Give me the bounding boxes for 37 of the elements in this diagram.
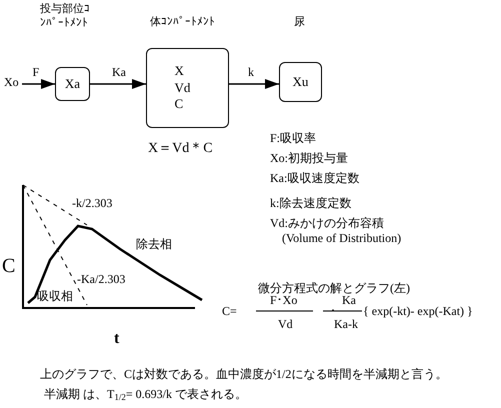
- arrow: [22, 79, 55, 89]
- note-text: 半減期 は、T$_{1/2}$= 0.693/k で表される。: [44, 388, 247, 400]
- denominator-text: Ka-k: [334, 318, 358, 330]
- arrow: [90, 79, 146, 89]
- compartment-text: X Vd C: [174, 62, 192, 114]
- formula-text: { exp(-kt)- exp(-Kat) }: [363, 305, 473, 317]
- numerator-text: Ka: [342, 294, 356, 306]
- edge-label: Ka: [112, 66, 126, 78]
- phase-label: 吸収相: [37, 290, 73, 302]
- equation-text: X＝Vd＊C: [148, 142, 213, 156]
- compartment-heading: 体ｺﾝﾊﾟｰﾄﾒﾝﾄ: [150, 15, 216, 30]
- definition-text: Vd:みかけの分布容積: [270, 217, 384, 229]
- edge-label: k: [248, 66, 254, 78]
- definition-text: F:吸収率: [270, 132, 316, 144]
- definition-text: k:除去速度定数: [270, 197, 352, 209]
- formula-heading: 微分方程式の解とグラフ(左): [258, 282, 410, 294]
- compartment-heading: 尿: [294, 15, 306, 30]
- formula-text: C=: [222, 305, 237, 317]
- compartment: [40, 2, 90, 101]
- compartment-text: Xa: [64, 76, 80, 92]
- arrow: [229, 79, 279, 89]
- compartment-text: Xu: [292, 74, 308, 90]
- note-text: 上のグラフで、Cは対数である。血中濃度が1/2になる時間を半減期と言う。: [40, 368, 448, 380]
- definition-text: (Volume of Distribution): [282, 232, 402, 244]
- edge-label: F: [32, 66, 40, 78]
- definition-text: Xo:初期投与量: [270, 152, 348, 164]
- axis-label: C: [2, 256, 16, 276]
- slope-label: -k/2.303: [72, 197, 112, 209]
- compartment-heading: 投与部位ｺﾝﾊﾟｰﾄﾒﾝﾄ: [40, 2, 90, 31]
- compartment: [279, 15, 322, 102]
- slope-label: -Ka/2.303: [77, 273, 126, 285]
- axis-label: t: [114, 331, 120, 347]
- definition-text: Ka:吸収速度定数: [270, 172, 360, 184]
- numerator-text: F･Xo: [270, 294, 298, 306]
- phase-label: 除去相: [136, 238, 172, 250]
- denominator-text: Vd: [278, 318, 293, 330]
- input-label: Xo: [4, 76, 19, 88]
